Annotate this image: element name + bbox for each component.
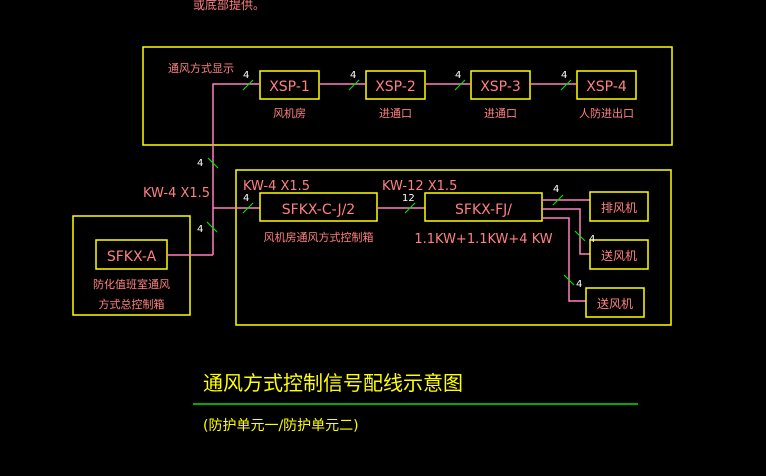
wire-count: 4 [553, 184, 559, 195]
panel-box-xsp-1 [259, 70, 320, 100]
fan-room-cable-in-label: KW-4 X1.5 [243, 179, 310, 194]
display-group-label: 通风方式显示 [168, 61, 234, 75]
display-panel: XSP-4 人防进出口 [576, 70, 637, 120]
controller-box [259, 192, 378, 222]
panel-location: 进通口 [379, 107, 412, 120]
panel-location: 人防进出口 [579, 106, 634, 120]
fan-unit: 排风机 [589, 191, 649, 222]
fan-room-frame [235, 169, 672, 326]
wire-count: 4 [350, 70, 356, 81]
wire-count: 4 [197, 224, 203, 235]
wire-tick [206, 221, 218, 233]
fan-name: 送风机 [601, 248, 637, 263]
fan-name: 送风机 [597, 296, 633, 311]
fan-unit: 送风机 [589, 239, 649, 270]
master-box-id: SFKX-A [107, 249, 157, 265]
fan-box [589, 239, 649, 270]
wire-tick [404, 202, 416, 214]
diagram-title: 通风方式控制信号配线示意图 [203, 371, 463, 395]
wire-tick [207, 157, 219, 169]
panel-id: XSP-4 [586, 79, 627, 95]
wire-count: 4 [243, 70, 249, 81]
display-panel: XSP-1 风机房 [259, 70, 320, 120]
fan-unit: 送风机 [585, 287, 645, 318]
panel-box-xsp-4 [576, 70, 637, 100]
panel-location: 风机房 [273, 106, 306, 120]
display-group-frame [142, 46, 673, 146]
wire-count: 4 [243, 193, 249, 204]
panel-box-xsp-2 [365, 70, 426, 100]
fan-wire [542, 208, 590, 255]
controller-desc: 风机房通风方式控制箱 [264, 230, 374, 244]
fan-room-cable-mid-label: KW-12 X1.5 [382, 179, 457, 194]
wire-count: 4 [589, 234, 595, 245]
fan-controller-box [424, 192, 543, 222]
wire-tick [348, 79, 360, 91]
master-box-desc-line1: 防化值班室通风 [93, 277, 170, 291]
wire-count: 12 [402, 193, 415, 204]
master-box-frame [72, 215, 191, 316]
diagram-subtitle: (防护单元一/防护单元二) [203, 418, 359, 434]
wire-count: 4 [576, 279, 582, 290]
fan-name: 排风机 [601, 201, 637, 215]
panel-id: XSP-1 [269, 79, 310, 95]
trunk-wire [212, 83, 260, 255]
top-note: 或底部提供。 [193, 0, 265, 12]
fan-box [585, 287, 645, 318]
fan-wire [542, 217, 586, 302]
wire-tick [560, 79, 572, 91]
fan-box [589, 191, 649, 222]
wire-tick [574, 230, 586, 242]
panel-id: XSP-3 [480, 79, 521, 95]
wire-tick [563, 274, 575, 286]
wire-tick [242, 202, 254, 214]
fan-controller-id: SFKX-FJ/ [455, 202, 512, 218]
trunk-cable-label: KW-4 X1.5 [143, 186, 210, 201]
wire-tick [242, 79, 254, 91]
display-panel: XSP-3 进通口 [470, 70, 531, 120]
fan-controller-power: 1.1KW+1.1KW+4 KW [414, 232, 552, 247]
controller-id: SFKX-C-J/2 [282, 202, 355, 218]
master-box-desc-line2: 方式总控制箱 [99, 297, 165, 311]
wire-count: 4 [561, 70, 567, 81]
panel-id: XSP-2 [375, 79, 416, 95]
wire-tick [454, 79, 466, 91]
display-panel: XSP-2 进通口 [365, 70, 426, 120]
wire-count: 4 [455, 70, 461, 81]
panel-location: 进通口 [484, 107, 517, 120]
panel-box-xsp-3 [470, 70, 531, 100]
wire-tick [552, 194, 564, 206]
wire-count: 4 [197, 158, 203, 169]
